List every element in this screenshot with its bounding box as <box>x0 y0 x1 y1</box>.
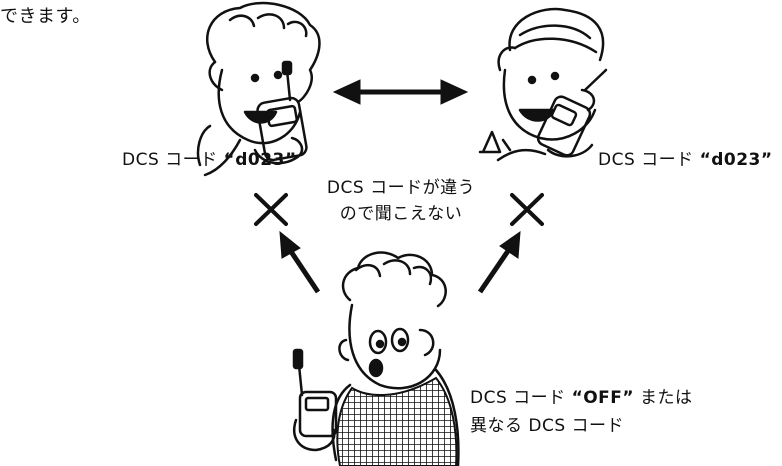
left-dcs-prefix: DCS コード <box>122 150 218 170</box>
left-person-illustration <box>196 1 321 177</box>
right-person-dcs-label: DCS コード “d023” <box>598 152 773 169</box>
right-person-illustration <box>478 7 608 162</box>
double-arrow-icon <box>332 79 469 105</box>
bottom-person-illustration <box>292 251 460 466</box>
middle-note-line1: DCS コードが違う <box>326 178 476 198</box>
bottom-person-dcs-label: DCS コード “OFF” または <box>470 390 693 407</box>
bottom-dcs-suffix: または <box>640 388 693 408</box>
bottom-dcs-code: “OFF” <box>571 388 635 408</box>
header-fragment: できます。 <box>0 6 91 27</box>
right-dcs-prefix: DCS コード <box>598 150 694 170</box>
bottom-dcs-prefix: DCS コード <box>470 388 566 408</box>
checkered-shirt <box>336 376 458 466</box>
arrow-up-right-icon <box>477 230 521 294</box>
cross-left-icon <box>254 193 288 226</box>
left-dcs-code: “d023” <box>223 150 297 170</box>
right-dcs-code: “d023” <box>699 150 773 170</box>
bottom-person-dcs-line2: 異なる DCS コード <box>470 416 625 436</box>
arrow-up-left-icon <box>279 230 321 294</box>
cross-right-icon <box>510 193 544 226</box>
left-person-dcs-label: DCS コード “d023” <box>122 152 297 169</box>
middle-note-line2: ので聞こえない <box>339 204 463 224</box>
